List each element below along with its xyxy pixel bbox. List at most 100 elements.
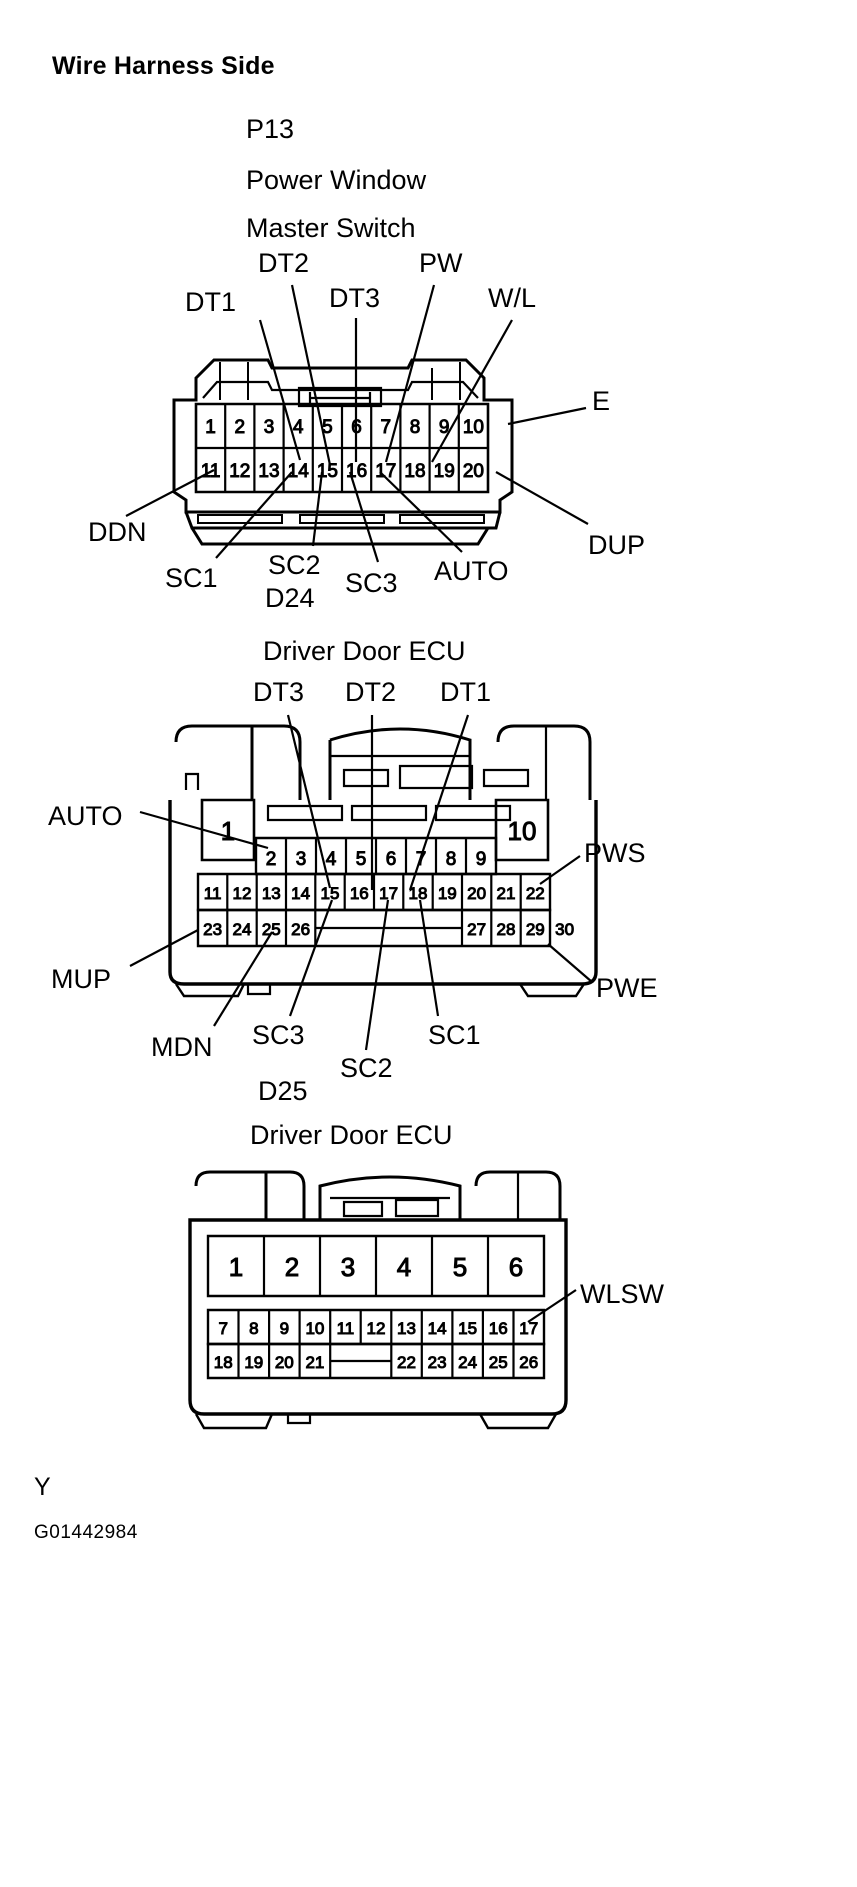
pin-label: 3: [341, 1252, 355, 1282]
pin-label: 17: [519, 1319, 538, 1338]
pin-label: 27: [467, 920, 486, 939]
callout-d24-mdn: MDN: [151, 1032, 213, 1062]
pin-label: 13: [262, 884, 281, 903]
pin-label: 8: [446, 849, 457, 870]
connector-d24-pin-row-1: 1 2 3 4 5 6 7 8 9 10: [220, 816, 537, 871]
callout-d24-sc3: SC3: [252, 1020, 305, 1050]
callout-p13-sc3: SC3: [345, 568, 398, 598]
connector-d24-name: Driver Door ECU: [263, 636, 466, 666]
callout-d24-sc2: SC2: [340, 1053, 393, 1083]
pin-label: 25: [489, 1353, 508, 1372]
pin-label: 21: [305, 1353, 324, 1372]
page-title: Wire Harness Side: [52, 52, 275, 80]
callout-d24-dt1: DT1: [440, 677, 492, 707]
pin-label: 22: [397, 1353, 416, 1372]
pin-label: 1: [229, 1252, 243, 1282]
pin-label: 13: [397, 1319, 416, 1338]
connector-d24-leaders: [130, 715, 592, 1050]
callout-p13-dt2: DT2: [258, 248, 310, 278]
connector-p13-leaders: [126, 285, 588, 562]
pin-label: 10: [508, 816, 537, 846]
pin-label: 19: [438, 884, 457, 903]
pin-label: 4: [293, 417, 304, 438]
pin-label: 3: [296, 849, 307, 870]
pin-label: 9: [439, 417, 450, 438]
pin-label: 15: [458, 1319, 477, 1338]
pin-label: 2: [266, 849, 277, 870]
pin-label: 14: [428, 1319, 447, 1338]
pin-label: 8: [410, 417, 421, 438]
pin-label: 24: [458, 1353, 477, 1372]
connector-d25-pin-row-3: 18 19 20 21 22 23 24 25 26: [213, 1353, 538, 1373]
callout-d25-wlsw: WLSW: [580, 1279, 664, 1309]
connector-d25-code: D25: [258, 1076, 308, 1106]
pin-label: 7: [218, 1319, 227, 1338]
pin-label: 1: [221, 816, 235, 846]
pin-label: 6: [509, 1252, 523, 1282]
pin-label: 19: [434, 461, 455, 482]
callout-p13-pw: PW: [419, 248, 463, 278]
pin-label: 24: [233, 920, 252, 939]
pin-label: 18: [214, 1353, 233, 1372]
pin-label: 7: [416, 849, 427, 870]
callout-p13-e: E: [592, 386, 611, 416]
pin-label: 23: [428, 1353, 447, 1372]
pin-label: 8: [249, 1319, 258, 1338]
pin-label: 26: [519, 1353, 538, 1372]
pin-label: 20: [275, 1353, 294, 1372]
callout-d24-auto: AUTO: [48, 801, 123, 831]
pin-label: 12: [233, 884, 252, 903]
connector-d24-pin-row-2: 11 12 13 14 15 16 17 18 19 20 21 22: [203, 884, 545, 904]
pin-label: 12: [367, 1319, 386, 1338]
pin-label: 1: [205, 417, 216, 438]
connector-p13-name-line1: Power Window: [246, 165, 427, 195]
pin-label: 29: [526, 920, 545, 939]
pin-label: 17: [375, 461, 396, 482]
pin-label: 2: [235, 417, 246, 438]
pin-label: 18: [404, 461, 425, 482]
corner-mark: Y: [34, 1473, 51, 1501]
pin-label: 12: [229, 461, 250, 482]
connector-p13-name-line2: Master Switch: [246, 213, 416, 243]
callout-p13-dt3: DT3: [329, 283, 381, 313]
pin-label: 16: [350, 884, 369, 903]
pin-label: 26: [291, 920, 310, 939]
pin-label: 9: [280, 1319, 289, 1338]
connector-p13-pin-row-2: 11 12 13 14 15 16 17 18 19 20: [200, 461, 484, 483]
pin-label: 14: [288, 461, 310, 482]
pin-label: 9: [476, 849, 487, 870]
pin-label: 28: [497, 920, 516, 939]
callout-d24-dt3: DT3: [253, 677, 305, 707]
pin-label: 6: [386, 849, 397, 870]
pin-label: 25: [262, 920, 281, 939]
pin-label: 5: [453, 1252, 467, 1282]
pin-label: 5: [322, 417, 333, 438]
pin-label: 4: [397, 1252, 411, 1282]
pin-label: 16: [346, 461, 367, 482]
connector-d25-body: [190, 1172, 566, 1428]
connector-d25-pin-row-1: 1 2 3 4 5 6: [228, 1252, 523, 1283]
connector-p13-code: P13: [246, 114, 295, 144]
pin-label: 20: [463, 461, 484, 482]
pin-label: 17: [379, 884, 398, 903]
callout-d24-pwe: PWE: [596, 973, 658, 1003]
callout-p13-dup: DUP: [588, 530, 646, 560]
pin-label: 23: [203, 920, 222, 939]
callout-d24-mup: MUP: [51, 964, 111, 994]
connector-d24-pin-row-3: 23 24 25 26 27 28 29 30: [203, 920, 575, 940]
connector-p13-body: [174, 360, 512, 544]
pin-label: 4: [326, 849, 337, 870]
callout-d24-dt2: DT2: [345, 677, 397, 707]
pin-label: 11: [201, 461, 221, 482]
pin-label: 2: [285, 1252, 299, 1282]
callout-p13-auto: AUTO: [434, 556, 509, 586]
pin-label: 15: [317, 461, 338, 482]
pin-label: 5: [356, 849, 367, 870]
pin-label: 11: [204, 884, 222, 903]
pin-label: 13: [258, 461, 279, 482]
pin-label: 3: [264, 417, 275, 438]
connector-p13-pin-row-1: 1 2 3 4 5 6 7 8 9 10: [205, 417, 485, 439]
pin-label: 6: [351, 417, 362, 438]
